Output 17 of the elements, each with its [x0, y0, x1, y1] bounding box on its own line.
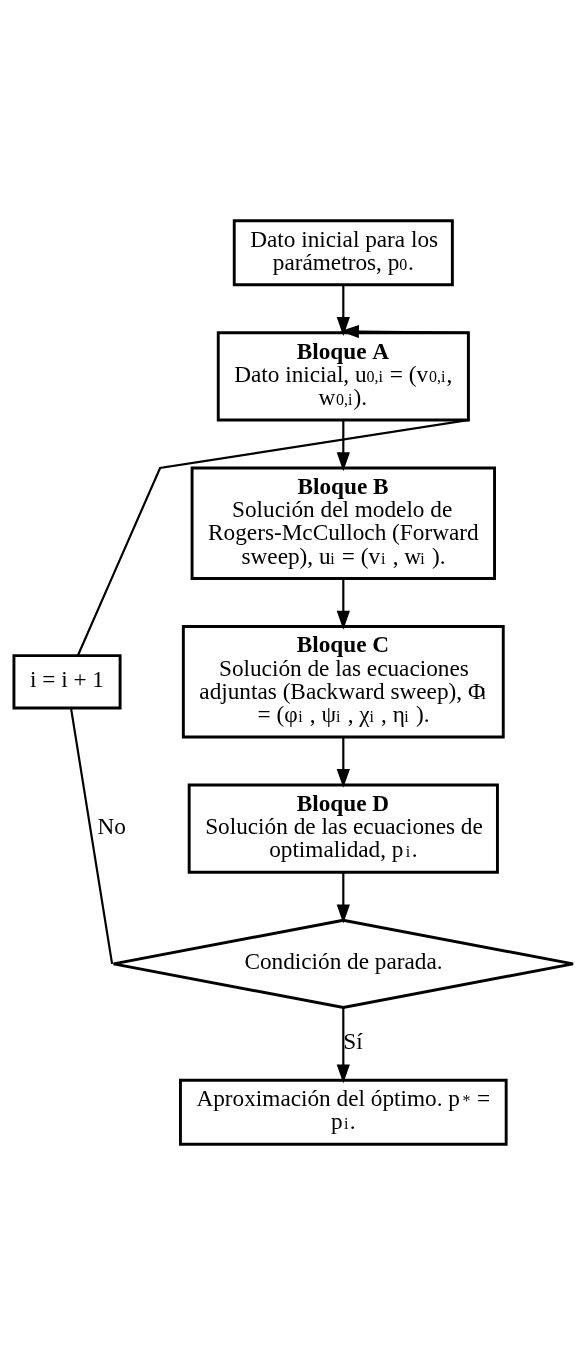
node-box: Bloque D Solución de las ecuaciones de optimalidad, pi.: [187, 783, 499, 874]
arrow: [336, 871, 350, 923]
node-diamond: Condición de parada.: [112, 918, 575, 1009]
arrow: [336, 419, 350, 471]
arrow: [336, 578, 350, 630]
connector: [69, 707, 114, 964]
arrow: [336, 736, 350, 788]
arrow: [336, 284, 350, 336]
arrow: [76, 324, 470, 656]
node-box: Aproximación del óptimo. p* = pi.: [179, 1078, 508, 1146]
edge-label: Sí: [343, 1027, 363, 1054]
node-box: i = i + 1: [12, 653, 122, 709]
node-box: Bloque A Dato inicial, u0,i = (v0,i, w0,i).: [216, 330, 470, 421]
arrow: [336, 1007, 350, 1083]
node-box: Dato inicial para los parámetros, p0.: [232, 218, 454, 286]
edge-label: No: [97, 812, 126, 839]
node-box: Bloque B Solución del modelo de Rogers-McCulloch (Forward sweep), ui = (vi , wi ).: [190, 466, 496, 580]
